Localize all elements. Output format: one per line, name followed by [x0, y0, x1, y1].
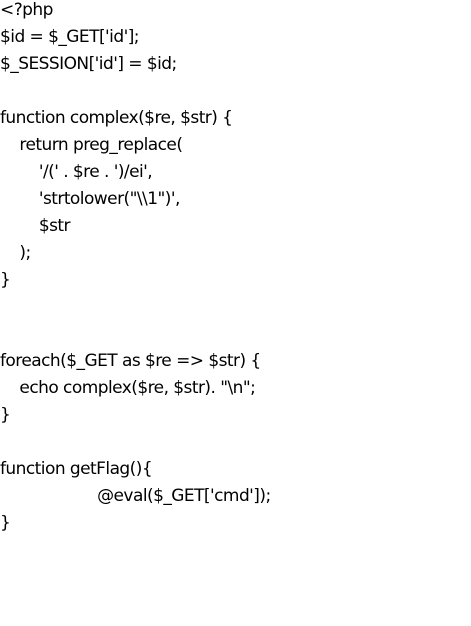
- code-line: 'strtolower("\\1")',: [0, 189, 181, 209]
- code-line: }: [0, 405, 11, 425]
- code-line: );: [0, 243, 31, 263]
- code-line: $_SESSION['id'] = $id;: [0, 54, 177, 74]
- code-line: $id = $_GET['id'];: [0, 27, 140, 47]
- code-line: foreach($_GET as $re => $str) {: [0, 351, 261, 371]
- code-line: return preg_replace(: [0, 135, 183, 155]
- code-line: '/(' . $re . ')/ei',: [0, 162, 153, 182]
- code-line: $str: [0, 216, 71, 236]
- code-line: function complex($re, $str) {: [0, 108, 233, 128]
- code-line: function getFlag(){: [0, 459, 153, 479]
- code-line: @eval($_GET['cmd']);: [0, 486, 271, 506]
- code-line: <?php: [0, 0, 53, 20]
- code-line: echo complex($re, $str). "\n";: [0, 378, 256, 398]
- code-line: }: [0, 270, 11, 290]
- code-line: }: [0, 513, 11, 533]
